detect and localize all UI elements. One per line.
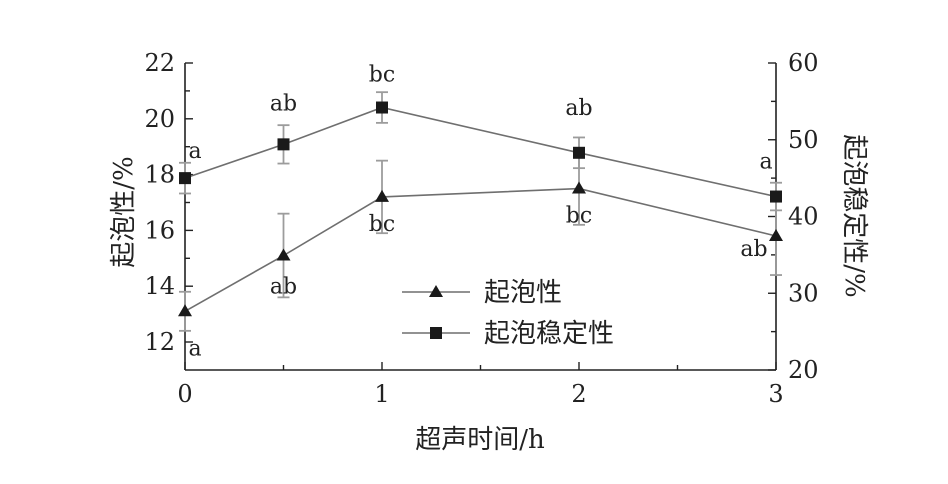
foam-capacity-letter: ab <box>270 275 297 300</box>
left-tick-label: 12 <box>144 328 175 356</box>
right-tick-label: 50 <box>788 126 819 154</box>
legend-label-foam-capacity: 起泡性 <box>484 278 562 308</box>
x-tick-label: 2 <box>571 380 586 408</box>
foam-capacity-letter: a <box>188 336 201 361</box>
foam-stability-letter: ab <box>565 96 592 121</box>
legend-label-foam-stability: 起泡稳定性 <box>484 319 614 349</box>
foam-capacity-letter: bc <box>566 204 592 229</box>
foam-stability-letter: a <box>188 139 201 164</box>
foam-stability-marker <box>573 146 585 159</box>
foam-capacity-marker <box>572 181 586 194</box>
foam-capacity-marker <box>276 248 291 261</box>
right-tick-label: 20 <box>788 356 819 384</box>
foam-stability-marker <box>277 138 290 151</box>
foam-stability-letter: bc <box>369 63 395 88</box>
right-tick-label: 40 <box>788 203 819 231</box>
left-tick-label: 18 <box>144 161 175 189</box>
x-tick-label: 3 <box>768 380 783 408</box>
legend-marker-foam-capacity <box>429 285 443 297</box>
left-tick-label: 20 <box>144 105 175 133</box>
foam-capacity-letter: bc <box>369 212 395 237</box>
x-axis-title: 超声时间/h <box>415 425 545 455</box>
left-tick-label: 22 <box>144 49 175 77</box>
foam-capacity-letter: ab <box>740 237 767 262</box>
x-tick-label: 0 <box>177 380 192 408</box>
left-tick-label: 14 <box>144 272 175 300</box>
foam-stability-marker <box>179 172 191 185</box>
right-tick-label: 60 <box>788 49 819 77</box>
foam-stability-marker <box>376 101 388 114</box>
x-tick-label: 1 <box>374 380 389 408</box>
foam-capacity-marker <box>769 228 783 241</box>
right-axis-title: 起泡稳定性/% <box>839 134 869 297</box>
foam-stability-marker <box>770 190 782 203</box>
left-tick-label: 16 <box>144 216 175 244</box>
foam-stability-letter: ab <box>270 91 297 116</box>
series-layer: a ab bc bc ab a ab bc ab a <box>178 63 783 361</box>
right-tick-label: 30 <box>788 279 819 307</box>
foam-capacity-marker <box>178 304 192 317</box>
legend-marker-foam-stability <box>430 327 442 339</box>
left-axis-title: 起泡性/% <box>109 156 139 267</box>
foam-stability-line <box>184 106 777 198</box>
foam-stability-letter: a <box>759 150 772 175</box>
foam-capacity-marker <box>375 189 389 202</box>
